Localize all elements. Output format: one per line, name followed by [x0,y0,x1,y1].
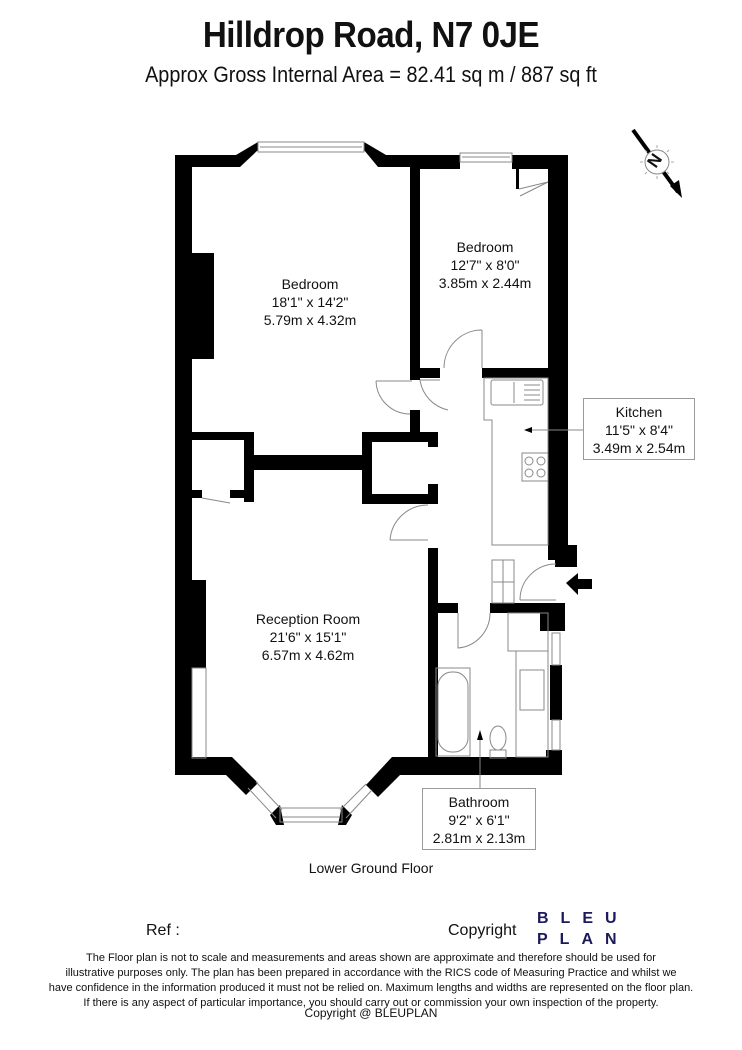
logo-line-1: BLEU [537,910,629,927]
room-imperial: 18'1" x 14'2" [271,294,349,310]
bathtub-icon [437,671,469,753]
hall-stub-top [428,432,438,447]
page-title: Hilldrop Road, N7 0JE [202,14,540,55]
wall-reception-hall [428,548,438,775]
room-metric: 2.81m x 2.13m [432,830,526,846]
window-bay-left [247,787,277,819]
room-imperial: 11'5" x 8'4" [605,422,673,438]
cupboard-jamb-left [192,490,202,498]
bay-wall-top-left [175,142,258,167]
room-name: Kitchen [615,404,663,420]
bathroom-top-wall-left [428,603,458,613]
outer-wall-right [548,155,568,560]
wall-between-bedrooms [410,167,420,380]
door-bathroom [457,612,491,649]
room-label-bedroom-2: Bedroom 12'7" x 8'0" 3.85m x 2.44m [430,238,540,292]
window-bedroom1 [257,141,365,153]
disclaimer-line: The Floor plan is not to scale and measu… [86,952,656,964]
bottom-wall-right [366,757,562,797]
bay-wall-bottom-left [175,757,258,795]
bathroom-right-wall [550,665,562,720]
bedroom1-bottom-wall-right [362,432,437,442]
chimney-breast-bedroom [192,253,214,359]
door-bedroom2 [443,329,483,369]
hall-stub-bottom [428,484,438,504]
window-bedroom2 [459,152,513,163]
bleuplan-logo: BLEU PLAN [537,908,629,950]
bedroom2-bottom-wall-right [482,368,552,378]
room-imperial: 9'2" x 6'1" [448,812,510,828]
room-metric: 3.49m x 2.54m [592,440,686,456]
bedroom1-bottom-wall-left [192,432,252,440]
window-bathroom-2 [551,719,561,751]
toilet-icon [489,725,507,751]
room-name: Bathroom [448,794,510,810]
door-bedroom1 [419,379,449,411]
bathroom-corner-wall [540,603,565,631]
bath-surround [435,667,471,757]
room-name: Reception Room [255,611,361,627]
entrance-arrow-icon [566,573,592,595]
room-imperial: 12'7" x 8'0" [450,257,520,273]
hob-icon [521,452,549,482]
room-imperial: 21'6" x 15'1" [269,629,347,645]
door-cupboard [201,497,231,504]
cupboard-wall-right [244,432,254,502]
room-label-bathroom: Bathroom 9'2" x 6'1" 2.81m x 2.13m [422,788,536,850]
outer-wall-left [175,155,192,775]
room-name: Bedroom [281,276,339,292]
reception-alcove-unit [191,667,207,759]
outer-wall-corner-entrance [555,545,577,567]
logo-line-2: PLAN [537,931,629,948]
bedroom1-door-jamb [410,410,420,440]
bay-wall-top-right [364,142,420,167]
basin-icon [519,669,545,711]
wall-bedroom-reception [254,455,364,470]
disclaimer-line: illustrative purposes only. The plan has… [65,967,677,979]
disclaimer: The Floor plan is not to scale and measu… [20,951,722,1011]
ref-label: Ref : [146,922,180,939]
sink-icon [490,379,544,406]
room-label-bedroom-1: Bedroom 18'1" x 14'2" 5.79m x 4.32m [235,275,385,329]
top-wall-bedroom2-left [410,155,460,169]
bedroom2-bottom-wall-left [420,368,440,378]
disclaimer-line: have confidence in the information produ… [48,982,694,994]
room-name: Bedroom [456,239,514,255]
room-metric: 3.85m x 2.44m [438,275,532,291]
room-label-reception: Reception Room 21'6" x 15'1" 6.57m x 4.6… [233,610,383,664]
gross-area-text: Approx Gross Internal Area = 82.41 sq m … [145,62,597,87]
kitchen-worktop [483,377,549,546]
room-metric: 5.79m x 4.32m [263,312,357,328]
room-label-kitchen: Kitchen 11'5" x 8'4" 3.49m x 2.54m [583,398,695,460]
wardrobe-wall [516,169,519,189]
compass [631,128,682,198]
disclaimer-line: If there is any aspect of particular imp… [83,997,659,1009]
floor-name: Lower Ground Floor [308,860,434,876]
copyright-line: Copyright @ BLEUPLAN [304,1006,438,1020]
window-bathroom-1 [551,632,561,666]
window-bay-centre [279,807,343,823]
chimney-breast-reception [192,580,206,668]
door-wardrobe [518,181,549,197]
door-front [519,563,557,601]
chimney-hall-left [362,432,372,504]
cupboard-jamb-right [230,490,254,498]
window-bay-right [345,789,373,819]
chimney-hall-bottom [362,494,437,504]
room-metric: 6.57m x 4.62m [261,647,355,663]
door-bedroom1-swing [375,380,412,415]
door-reception [389,504,429,541]
vanity-unit [515,650,549,758]
copyright-label: Copyright [448,922,517,939]
bathroom-top-wall-right [490,603,550,613]
